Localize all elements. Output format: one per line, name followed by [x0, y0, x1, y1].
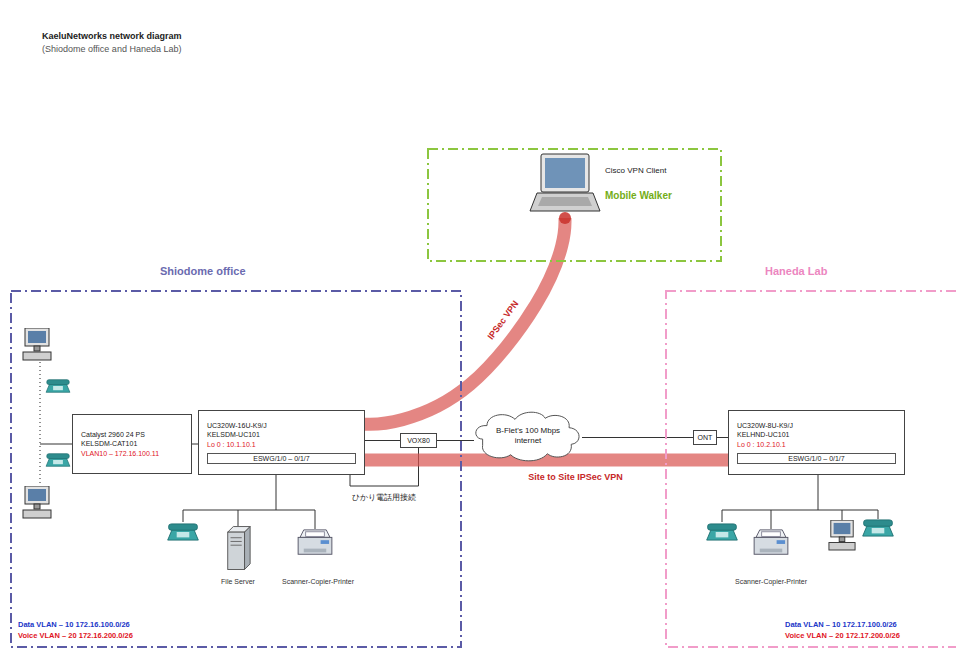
router-box: UC320W-8U-K9/JKELHND-UC101Lo 0 : 10.2.10…: [728, 410, 905, 475]
pc-icon: [23, 486, 51, 518]
ont-box: ONT: [693, 430, 717, 445]
device-label: File Server: [221, 578, 255, 585]
link-label: ひかり電話用接続: [350, 492, 418, 503]
node-detail: Lo 0 : 10.2.10.1: [737, 440, 896, 449]
lan-wire: [842, 510, 843, 521]
link-label: IPSec VPN: [484, 297, 521, 343]
phone-icon: [168, 524, 199, 540]
lan-wire: [315, 510, 316, 529]
node-title: B-Flet's 100 Mbps internet: [486, 426, 570, 446]
network-cable: [365, 440, 400, 441]
phone-icon: [46, 380, 70, 393]
lan-wire: [276, 470, 277, 510]
node-title: VOX80: [407, 437, 430, 444]
lan-wire: [771, 510, 772, 529]
node-detail: Data VLAN – 10 172.16.100.0/26: [18, 620, 130, 629]
node-detail: ESWG/1/0 – 0/1/7: [207, 453, 356, 464]
pc-icon: [23, 328, 51, 360]
network-cable: [437, 440, 474, 441]
link-label: Site to Site IPSec VPN: [526, 472, 625, 482]
lan-wire: [238, 510, 239, 526]
lan-wire: [40, 444, 72, 445]
node-title: UC320W-16U-K9/J: [207, 421, 356, 430]
subtitle: (Shiodome office and Haneda Lab): [42, 44, 181, 54]
node-title: ONT: [698, 434, 713, 441]
server-icon: [228, 527, 250, 570]
office-region: Shiodome officeData VLAN – 10 172.16.100…: [10, 290, 462, 648]
network-cable: [582, 437, 693, 438]
node-detail: VLAN10 – 172.16.100.11: [81, 449, 183, 458]
node-detail: Voice VLAN – 20 172.16.200.0/26: [18, 631, 133, 640]
router-box: UC320W-16U-K9/JKELSDM-UC101Lo 0 : 10.1.1…: [198, 410, 365, 475]
lan-wire: [818, 470, 819, 510]
region-border: [666, 291, 956, 647]
region-outline: [427, 148, 722, 262]
device-label: Scanner-Copier-Printer: [282, 578, 354, 585]
pc-icon: [829, 520, 855, 550]
lab-region: Haneda LabData VLAN – 10 172.17.100.0/26…: [665, 290, 956, 648]
diagram-title: KaeluNetworks network diagram: [42, 31, 182, 41]
region-border: [428, 149, 721, 261]
node-detail: ESWG/1/0 – 0/1/7: [737, 453, 896, 464]
node-title: Shiodome office: [160, 265, 246, 277]
node-title: Cisco VPN Client: [605, 166, 666, 175]
node-detail: Voice VLAN – 20 172.17.200.0/26: [785, 631, 900, 640]
node-detail: KELHND-UC101: [737, 430, 896, 439]
node-detail: KELSDM-UC101: [207, 430, 356, 439]
lan-bus: [722, 510, 878, 511]
printer-icon: [298, 530, 332, 554]
node-title: Haneda Lab: [765, 265, 827, 277]
modem-box: VOX80: [400, 433, 437, 448]
laptop-client: Cisco VPN Client: [528, 150, 602, 218]
lan-wire: [722, 510, 723, 522]
phone-icon: [707, 524, 738, 540]
node-detail: Lo 0 : 10.1.10.1: [207, 440, 356, 449]
network-cable: [717, 437, 728, 438]
vpn-tunnel: [365, 218, 565, 424]
printer-icon: [754, 530, 788, 554]
vpn-tunnel: [365, 454, 728, 467]
node-title: Catalyst 2960 24 PS: [81, 430, 183, 439]
tunnel-end: [559, 212, 571, 224]
lan-wire: [183, 510, 184, 522]
node-detail: Data VLAN – 10 172.17.100.0/26: [785, 620, 897, 629]
mobile-region: Mobile WalkerCisco VPN Client: [427, 148, 722, 262]
internet-cloud: B-Flet's 100 Mbps internet: [474, 410, 582, 462]
node-detail: KELSDM-CAT101: [81, 439, 183, 448]
lan-bus: [183, 510, 315, 511]
laptop-icon: [530, 154, 600, 211]
device-label: Scanner-Copier-Printer: [735, 578, 807, 585]
phone-icon: [46, 454, 70, 467]
phone-icon: [863, 520, 894, 536]
dotted-wire: [40, 362, 41, 486]
region-border: [11, 291, 461, 647]
switch-box: Catalyst 2960 24 PSKELSDM-CAT101VLAN10 –…: [72, 414, 192, 474]
node-title: Mobile Walker: [605, 190, 672, 201]
cloud-shape: [476, 412, 579, 461]
lan-wire: [878, 510, 879, 519]
node-title: UC320W-8U-K9/J: [737, 421, 896, 430]
